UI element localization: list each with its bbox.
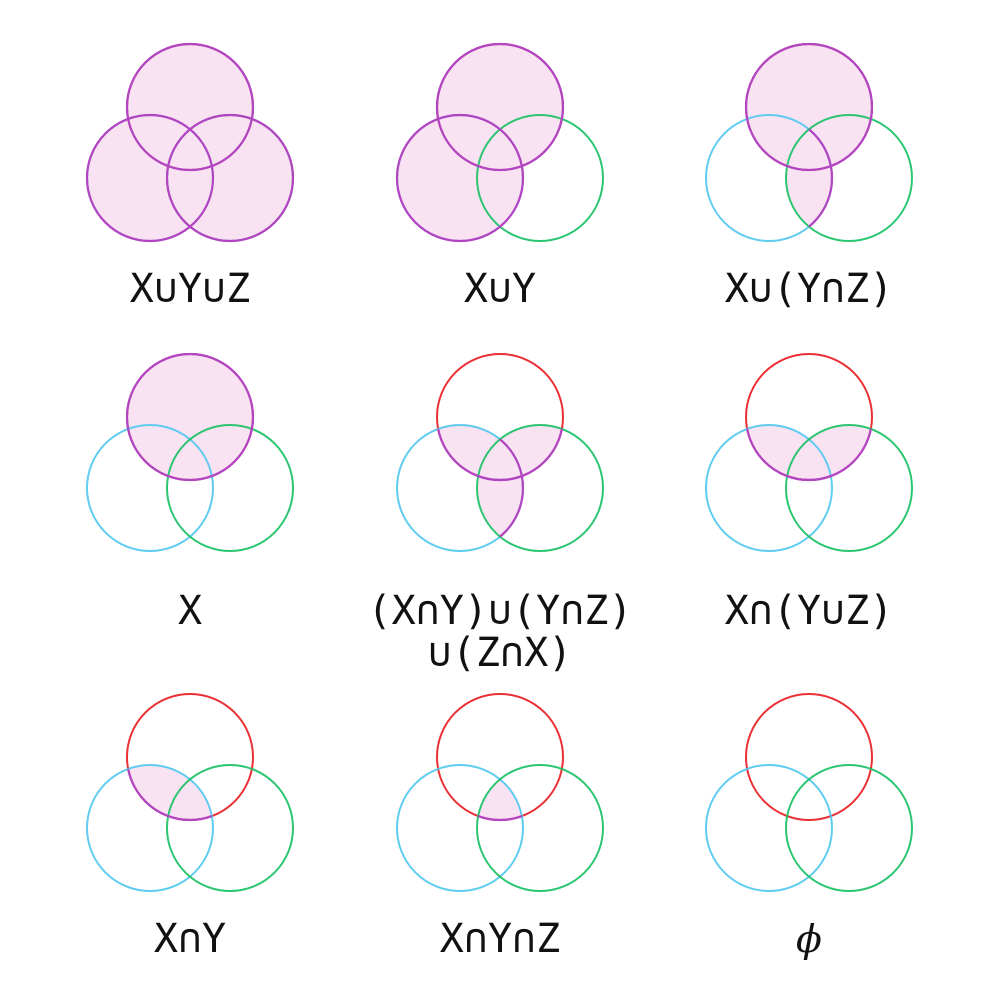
set-expression-line: X∩Y∩Z (439, 916, 561, 962)
set-expression-label: ϕ (649, 918, 969, 960)
set-expression-line: (X∩Y)∪(Y∩Z) (367, 588, 633, 634)
shaded-border-y (395, 113, 525, 243)
circle-z-outline (476, 764, 604, 892)
set-expression-label: (X∩Y)∪(Y∩Z)∪(Z∩X) (340, 590, 660, 674)
shaded-region-group (396, 43, 564, 242)
venn-panel-union-all (85, 42, 295, 243)
set-expression-line: X∩Y (153, 916, 227, 962)
shaded-border-xz (477, 425, 565, 482)
venn-panel-pairwise (396, 353, 604, 552)
shaded-border-xyz (477, 765, 523, 822)
set-expression-label: X∩(Y∪Z) (649, 590, 969, 632)
shaded-region-group (745, 43, 873, 241)
circle-y-outline (86, 424, 214, 552)
set-expression-line: X∪Y∪Z (129, 266, 251, 312)
set-expression-label: X∩Y (30, 918, 350, 960)
venn-panel-union-xy (395, 42, 604, 243)
shaded-border-y (85, 113, 215, 243)
shaded-border-yz (477, 425, 525, 551)
set-expression-label: X (30, 590, 350, 632)
circle-z-outline (476, 424, 604, 552)
set-expression-line: X∪Y (463, 266, 537, 312)
venn-panel-x-only (86, 352, 294, 552)
venn-panel-x-inter-y-inter-z (396, 693, 604, 892)
venn-panel-x-inter-yz (705, 353, 913, 552)
shaded-border-x (435, 42, 565, 172)
set-expression-line: ∪(Z∩X) (427, 630, 573, 676)
set-expression-line: X (177, 588, 203, 634)
set-expression-line: X∪(Y∩Z) (724, 266, 894, 312)
circle-z-outline (166, 764, 294, 892)
shaded-region-group (436, 425, 564, 551)
circle-z-outline (785, 114, 913, 242)
shaded-border-z (165, 113, 295, 243)
shaded-border-xz (786, 425, 874, 482)
circle-y-outline (705, 764, 833, 892)
set-expression-line: ϕ (796, 917, 822, 961)
circle-y-outline (396, 764, 524, 892)
circle-z-outline (166, 424, 294, 552)
shaded-border-xy (125, 765, 213, 822)
set-expression-line: X∩(Y∪Z) (724, 588, 894, 634)
shaded-region-group (86, 43, 294, 242)
venn-panel-x-union-yz (705, 42, 913, 242)
venn-panel-empty-set (705, 693, 913, 892)
venn-panel-x-inter-y (86, 693, 294, 892)
shaded-border-yz (786, 115, 834, 241)
set-expression-label: X∪Y (340, 268, 660, 310)
shaded-border-x (744, 42, 874, 172)
circle-z-outline (785, 764, 913, 892)
circle-z-outline (476, 114, 604, 242)
circle-y-outline (705, 424, 833, 552)
shaded-border-x (125, 42, 255, 172)
set-expression-label: X∪(Y∩Z) (649, 268, 969, 310)
circle-z-outline (785, 424, 913, 552)
set-expression-label: X∪Y∪Z (30, 268, 350, 310)
circle-y-outline (86, 764, 214, 892)
circle-x-outline (745, 693, 873, 821)
shaded-border-x (125, 352, 255, 482)
set-expression-label: X∩Y∩Z (340, 918, 660, 960)
